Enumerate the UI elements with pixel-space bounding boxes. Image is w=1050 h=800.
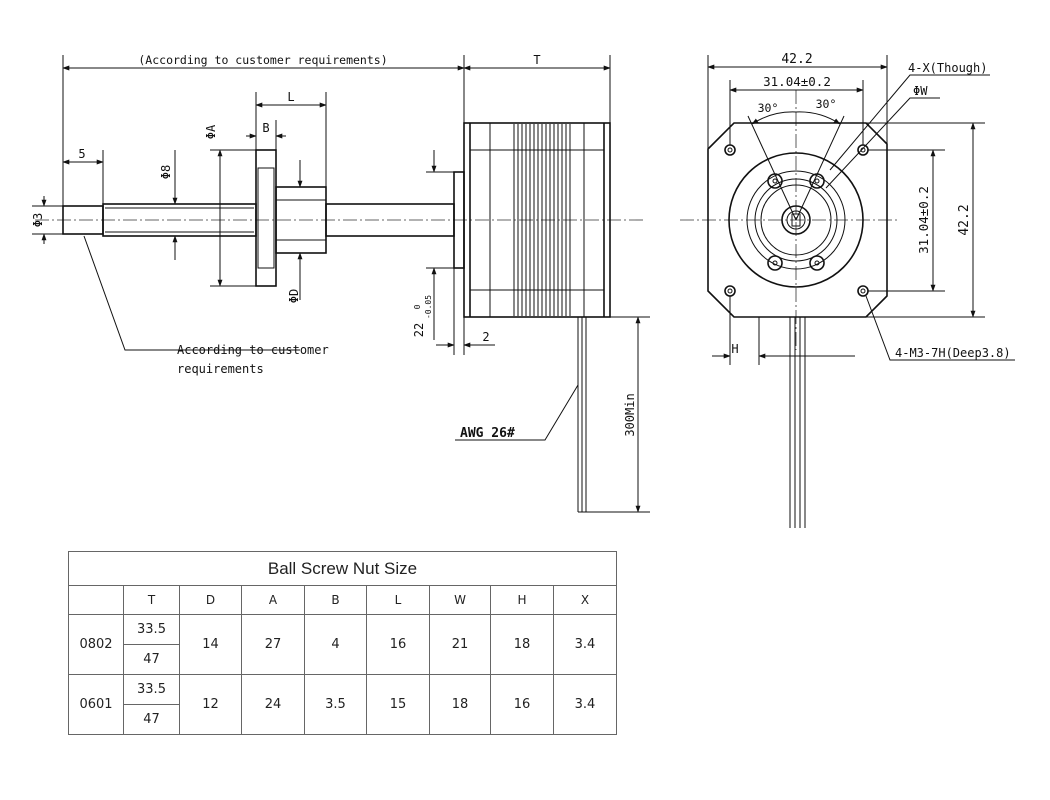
table-cell: 14	[179, 614, 242, 675]
header-cell: H	[490, 585, 554, 615]
dim-pilot-22: 22	[412, 323, 426, 337]
t-value: 47	[123, 704, 180, 735]
angle-right: 30°	[816, 97, 837, 111]
shaft-end-view	[781, 205, 811, 235]
header-cell: X	[553, 585, 617, 615]
phi-W: ΦW	[913, 84, 928, 98]
header-cell: B	[304, 585, 367, 615]
table-row: 47	[69, 704, 617, 735]
dim-B: B	[262, 121, 269, 135]
dim-5: 5	[78, 147, 85, 161]
dim-phi-A: ΦA	[204, 124, 218, 139]
lead-wires-front	[789, 317, 806, 528]
t-value: 47	[123, 644, 180, 675]
lead-length: 300Min	[623, 393, 637, 436]
table-row: 47	[69, 644, 617, 675]
table-title: Ball Screw Nut Size	[68, 551, 617, 586]
motor-fins	[513, 124, 571, 316]
front-view: 42.2 31.04±0.2 30° 30° 4-X(Though) ΦW 31…	[680, 52, 1015, 528]
header-blank	[68, 585, 124, 615]
wire-gauge: AWG 26#	[460, 426, 515, 441]
table-cell: 21	[429, 614, 491, 675]
table-cell: 3.5	[304, 674, 367, 735]
header-cell: W	[429, 585, 491, 615]
end-note-line2: requirements	[177, 362, 264, 376]
table-row: 0601 33.5 12 24 3.5 15 18 16 3.4	[68, 674, 617, 735]
end-note-line1: According to customer	[177, 343, 329, 357]
angle-left: 30°	[758, 101, 779, 115]
front-hole-spacing-v: 31.04±0.2	[916, 186, 931, 254]
dim-L: L	[287, 90, 294, 104]
t-value: 33.5	[123, 614, 180, 645]
pilot-tol-lower: -0.05	[424, 295, 433, 319]
mount-holes	[724, 144, 869, 297]
lead-wires-side	[577, 317, 587, 513]
table-cell: 16	[490, 674, 554, 735]
table-header-row: T D A B L W H X	[68, 585, 617, 615]
nut-flange	[255, 149, 277, 287]
front-width: 42.2	[781, 52, 812, 67]
table-cell: 18	[490, 614, 554, 675]
dim-phi-8: Φ8	[159, 165, 173, 179]
dim-phi-3: Φ3	[31, 213, 45, 227]
table-cell: 24	[241, 674, 305, 735]
motor-body	[463, 122, 611, 318]
front-hole-spacing-h: 31.04±0.2	[763, 74, 831, 89]
through-holes-note: 4-X(Though)	[908, 61, 987, 75]
technical-drawing: (According to customer requirements) T L…	[31, 52, 1015, 528]
header-cell: L	[366, 585, 430, 615]
mount-holes-note: 4-M3-7H(Deep3.8)	[895, 346, 1011, 360]
model-cell: 0802	[68, 614, 124, 675]
pilot-tol-upper: 0	[413, 304, 422, 309]
table-cell: 12	[179, 674, 242, 735]
table-cell: 16	[366, 614, 430, 675]
boss-outer	[728, 152, 864, 288]
table-cell: 4	[304, 614, 367, 675]
dim-T: T	[533, 53, 540, 67]
table-cell: 3.4	[553, 614, 617, 675]
dim-H: H	[731, 342, 738, 356]
ball-screw-nut-table: Ball Screw Nut Size T D A B L W H X 0802…	[68, 551, 617, 735]
table-row: 0802 33.5 14 27 4 16 21 18 3.4	[68, 614, 617, 675]
table-cell: 15	[366, 674, 430, 735]
t-value: 33.5	[123, 674, 180, 705]
model-cell: 0601	[68, 674, 124, 735]
shaft-length-note: (According to customer requirements)	[138, 53, 387, 67]
table-cell: 27	[241, 614, 305, 675]
dim-phi-D: ΦD	[287, 289, 301, 303]
dim-2: 2	[482, 330, 489, 344]
side-view: (According to customer requirements) T L…	[31, 53, 650, 513]
header-cell: A	[241, 585, 305, 615]
header-cell: D	[179, 585, 242, 615]
table-cell: 3.4	[553, 674, 617, 735]
table-cell: 18	[429, 674, 491, 735]
header-cell: T	[123, 585, 180, 615]
front-height: 42.2	[957, 204, 972, 235]
